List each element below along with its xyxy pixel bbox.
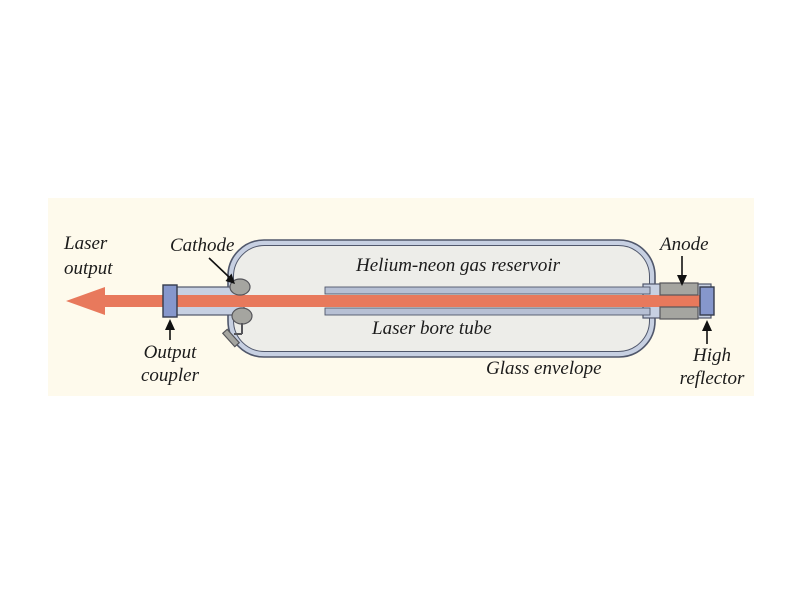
label-laser-output: Laser output <box>64 231 113 281</box>
label-high-reflector-line2: reflector <box>679 368 745 389</box>
cathode-lead-wire <box>234 323 243 335</box>
label-output-coupler-line2: coupler <box>140 365 200 386</box>
label-high-reflector-line1: High <box>693 345 731 366</box>
label-cathode: Cathode <box>170 235 235 256</box>
cathode-pointer-arrowhead <box>225 273 235 284</box>
anode-electrode-upper <box>659 282 699 296</box>
high-reflector-mirror <box>699 286 715 316</box>
anode-electrode-lower <box>659 306 699 320</box>
label-output-coupler: Output coupler <box>128 341 212 387</box>
label-output-coupler-line1: Output <box>143 342 197 363</box>
label-high-reflector: High reflector <box>672 344 752 390</box>
cathode-pin <box>221 328 241 348</box>
output-coupler-pointer-arrowhead <box>165 319 175 330</box>
laser-beam <box>104 295 700 307</box>
bore-tube-upper-wall <box>324 286 651 295</box>
output-coupler-mirror <box>162 284 178 318</box>
label-gas-reservoir: Helium-neon gas reservoir <box>356 255 561 276</box>
high-reflector-pointer-arrowhead <box>702 320 712 331</box>
bore-tube-lower-wall <box>324 307 651 316</box>
label-glass-envelope: Glass envelope <box>486 358 602 379</box>
cathode-terminal-upper <box>229 278 251 296</box>
label-laser-bore-tube: Laser bore tube <box>372 318 492 339</box>
label-anode: Anode <box>660 234 709 255</box>
label-laser-output-line1: Laser <box>64 233 108 254</box>
cathode-terminal-lower <box>231 307 253 325</box>
label-laser-output-line2: output <box>64 258 113 279</box>
cathode-pointer-line <box>208 257 230 278</box>
anode-pointer-arrowhead <box>677 275 687 286</box>
laser-output-arrowhead <box>66 287 105 315</box>
